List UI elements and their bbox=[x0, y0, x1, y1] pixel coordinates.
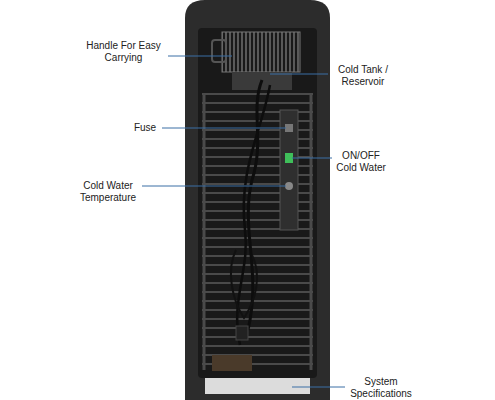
leader-line bbox=[292, 387, 345, 388]
leader-line bbox=[162, 128, 286, 129]
handle bbox=[212, 40, 226, 62]
cold-tank-frame bbox=[222, 32, 300, 72]
callout-label: ON/OFF Cold Water bbox=[332, 150, 390, 174]
fuse-holder bbox=[285, 124, 293, 132]
compressor-base bbox=[212, 355, 252, 371]
callout-label: System Specifications bbox=[342, 376, 420, 400]
callout-label: Cold Water Temperature bbox=[72, 180, 144, 204]
leader-line bbox=[292, 158, 332, 159]
on-off-switch bbox=[285, 153, 293, 163]
plug bbox=[236, 326, 248, 340]
power-cable bbox=[237, 85, 270, 345]
leader-line bbox=[168, 56, 232, 57]
leader-line bbox=[142, 186, 286, 187]
callout-label: Cold Tank / Reservoir bbox=[328, 64, 398, 88]
thermostat-knob bbox=[285, 182, 293, 190]
dispenser-body bbox=[185, 0, 330, 400]
callout-label: Fuse bbox=[125, 122, 165, 134]
back-panel bbox=[198, 28, 317, 378]
leader-lines bbox=[142, 56, 345, 387]
leader-line bbox=[270, 74, 328, 75]
cable-loop bbox=[231, 250, 257, 318]
callout-label: Handle For Easy Carrying bbox=[76, 40, 171, 64]
spec-plate bbox=[205, 378, 310, 394]
cold-tank-grille bbox=[222, 32, 300, 72]
